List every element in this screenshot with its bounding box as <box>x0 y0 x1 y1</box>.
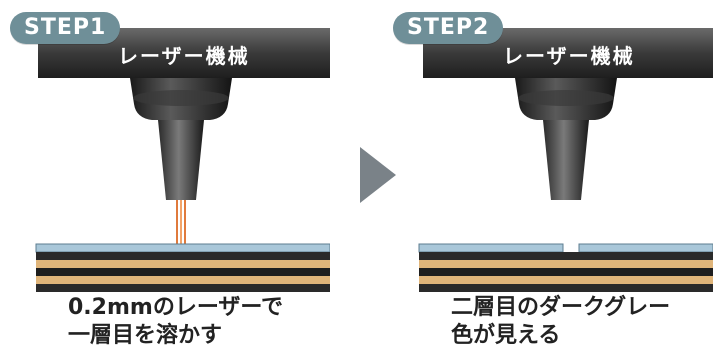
step2-badge: STEP2 <box>393 12 504 44</box>
step2-caption: 二層目のダークグレー 色が見える <box>451 294 670 350</box>
laser-beam <box>176 200 186 248</box>
laser-head <box>130 78 232 200</box>
step2-machine-label: レーザー機械 <box>503 44 635 68</box>
material-layers <box>418 243 713 292</box>
step1-illustration <box>35 28 330 292</box>
step1-badge: STEP1 <box>10 12 121 44</box>
step2-caption-line2: 色が見える <box>451 323 561 348</box>
step1-caption-line2: 一層目を溶かす <box>68 323 223 348</box>
next-step-arrow-icon <box>360 147 396 203</box>
step2-illustration <box>418 28 713 292</box>
step1-panel: STEP1 レーザー機械 0.2mmのレーザーで 一層目を溶かす <box>0 0 330 362</box>
step2-panel: STEP2 レーザー機械 二層目のダークグレー 色が見える <box>383 0 713 362</box>
laser-head <box>515 78 617 200</box>
material-layers <box>35 243 330 292</box>
step1-machine-label: レーザー機械 <box>118 44 250 68</box>
step2-caption-line1: 二層目のダークグレー <box>451 295 671 320</box>
step1-caption: 0.2mmのレーザーで 一層目を溶かす <box>68 294 283 350</box>
step1-caption-line1: 0.2mmのレーザーで <box>68 295 284 320</box>
